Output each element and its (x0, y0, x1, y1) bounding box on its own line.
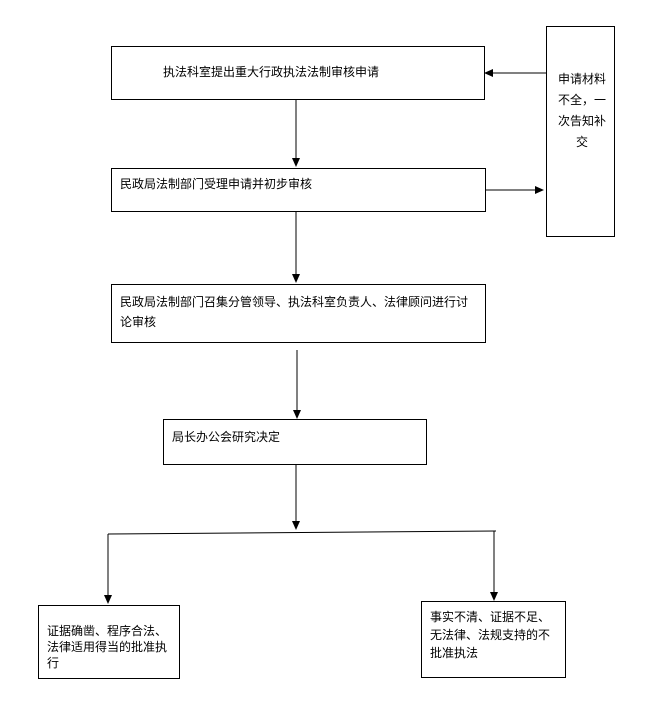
approve-box: 证据确凿、程序合法、法律适用得当的批准执行 (38, 605, 180, 679)
reject-text: 事实不清、证据不足、无法律、法规支持的不批准执法 (430, 610, 551, 660)
supplement-box: 申请材料不全，一次告知补交 (546, 26, 615, 237)
step3-text: 民政局法制部门召集分管领导、执法科室负责人、法律顾问进行讨论审核 (120, 295, 469, 329)
supplement-text: 申请材料不全，一次告知补交 (558, 72, 607, 149)
step3-discussion-box: 民政局法制部门召集分管领导、执法科室负责人、法律顾问进行讨论审核 (111, 284, 486, 343)
step2-accept-box: 民政局法制部门受理申请并初步审核 (111, 168, 486, 212)
branch-line (107, 530, 497, 535)
approve-text: 证据确凿、程序合法、法律适用得当的批准执行 (47, 624, 168, 670)
step1-submit-box: 执法科室提出重大行政执法法制审核申请 (111, 46, 485, 100)
step4-text: 局长办公会研究决定 (172, 430, 281, 444)
reject-box: 事实不清、证据不足、无法律、法规支持的不批准执法 (421, 601, 566, 678)
step4-meeting-box: 局长办公会研究决定 (163, 419, 427, 465)
step2-text: 民政局法制部门受理申请并初步审核 (120, 177, 313, 191)
step1-text: 执法科室提出重大行政执法法制审核申请 (163, 65, 380, 79)
